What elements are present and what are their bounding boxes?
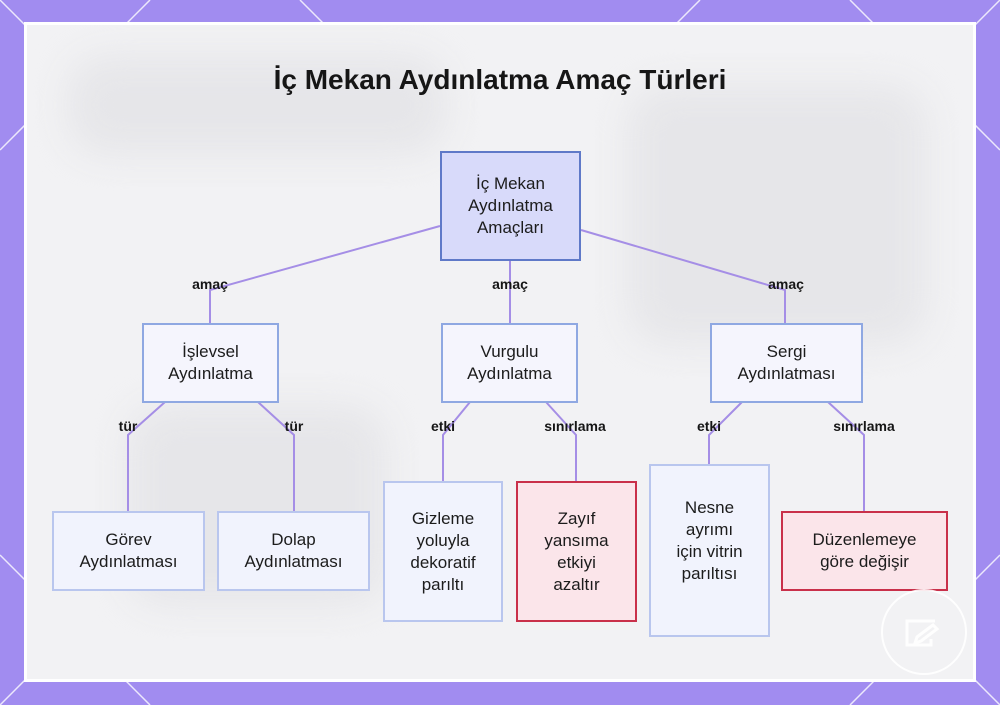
edge-root-functional [209,225,441,324]
background-blur [67,55,447,155]
edge-label: amaç [768,276,804,292]
edge-functional-task [127,401,166,512]
edge-label: etki [696,418,722,434]
edge-exhibit-arrange [827,401,865,512]
edge-label: tür [284,418,304,434]
edit-pen-logo-icon [881,589,967,675]
edge-root-exhibit [580,229,786,324]
edge-label: amaç [492,276,528,292]
edge-label: sınırlama [833,418,895,434]
background-blur [627,85,927,345]
edge-exhibit-separate [708,401,743,465]
edge-label: tür [118,418,138,434]
edge-functional-cabinet [257,401,295,512]
edge-accent-reflect [545,401,577,482]
diagram-title: İç Mekan Aydınlatma Amaç Türleri [273,64,727,95]
edge-label: sınırlama [544,418,606,434]
edge-accent-conceal [442,401,471,482]
edge-label: amaç [192,276,228,292]
edge-label: etki [430,418,456,434]
